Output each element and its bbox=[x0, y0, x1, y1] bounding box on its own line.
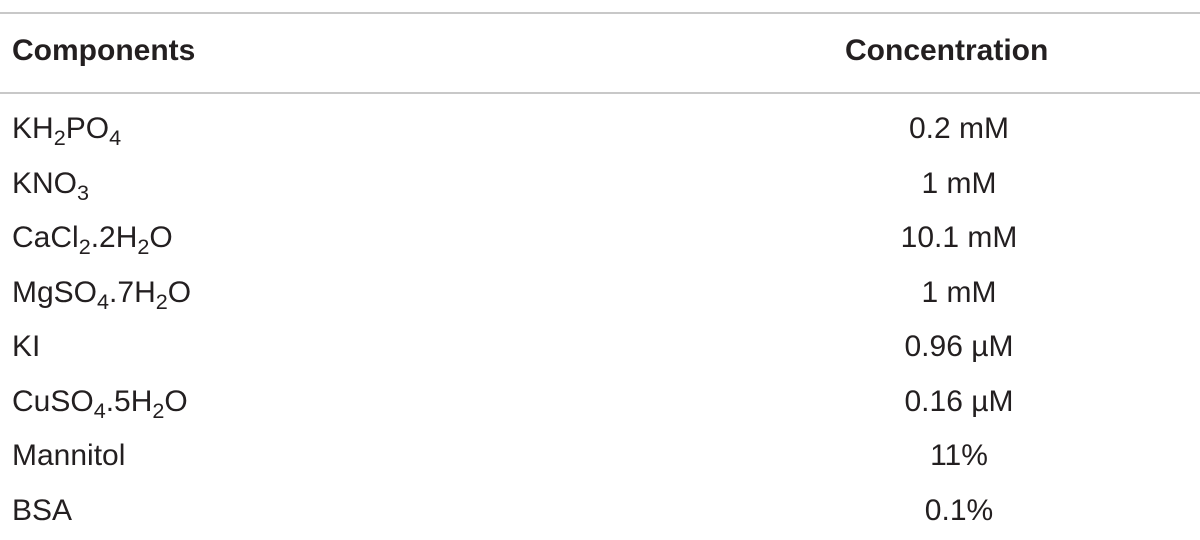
concentration-cell: 1 mM bbox=[0, 167, 1200, 201]
header-components: Components bbox=[12, 34, 195, 68]
concentration-cell: 0.96 µM bbox=[0, 330, 1200, 364]
table-header-row: Components Concentration bbox=[0, 14, 1200, 92]
concentration-cell: 1 mM bbox=[0, 276, 1200, 310]
concentration-cell: 11% bbox=[0, 439, 1200, 473]
concentration-cell: 0.1% bbox=[0, 494, 1200, 528]
header-concentration: Concentration bbox=[845, 34, 1048, 68]
table-header-rule bbox=[0, 92, 1200, 94]
concentration-cell: 0.2 mM bbox=[0, 112, 1200, 146]
concentration-cell: 10.1 mM bbox=[0, 221, 1200, 255]
concentration-cell: 0.16 µM bbox=[0, 385, 1200, 419]
